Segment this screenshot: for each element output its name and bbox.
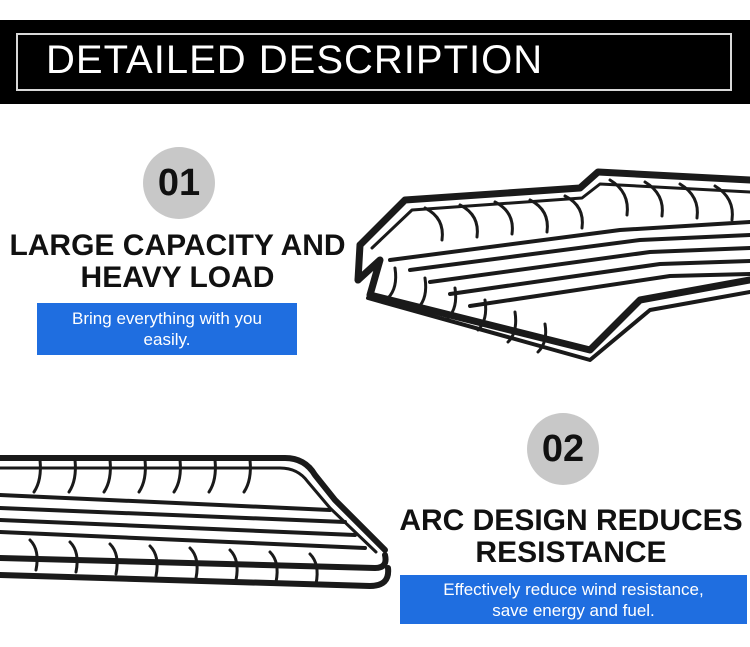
feature-description-line: save energy and fuel. — [492, 600, 655, 620]
cargo-rack-image — [354, 168, 750, 362]
header-bar: DETAILED DESCRIPTION — [0, 20, 750, 104]
feature-title: LARGE CAPACITY AND HEAVY LOAD — [0, 230, 355, 294]
feature-title-line: HEAVY LOAD — [80, 261, 275, 294]
cargo-rack-image — [0, 455, 392, 589]
feature-title-line: RESISTANCE — [475, 536, 667, 569]
feature-title-line: LARGE CAPACITY AND — [9, 229, 346, 262]
feature-title-line: ARC DESIGN REDUCES — [399, 504, 743, 537]
page-title: DETAILED DESCRIPTION — [46, 38, 544, 82]
header-frame — [16, 33, 732, 91]
feature-description-line: easily. — [143, 330, 191, 349]
feature-number-badge: 01 — [143, 147, 215, 219]
feature-description-box: Effectively reduce wind resistance, save… — [400, 575, 747, 624]
feature-description-line: Effectively reduce wind resistance, — [443, 579, 704, 599]
feature-title: ARC DESIGN REDUCES RESISTANCE — [392, 505, 750, 569]
feature-description-box: Bring everything with you easily. — [37, 303, 297, 355]
feature-description-line: Bring everything with you — [72, 309, 262, 328]
feature-number-badge: 02 — [527, 413, 599, 485]
